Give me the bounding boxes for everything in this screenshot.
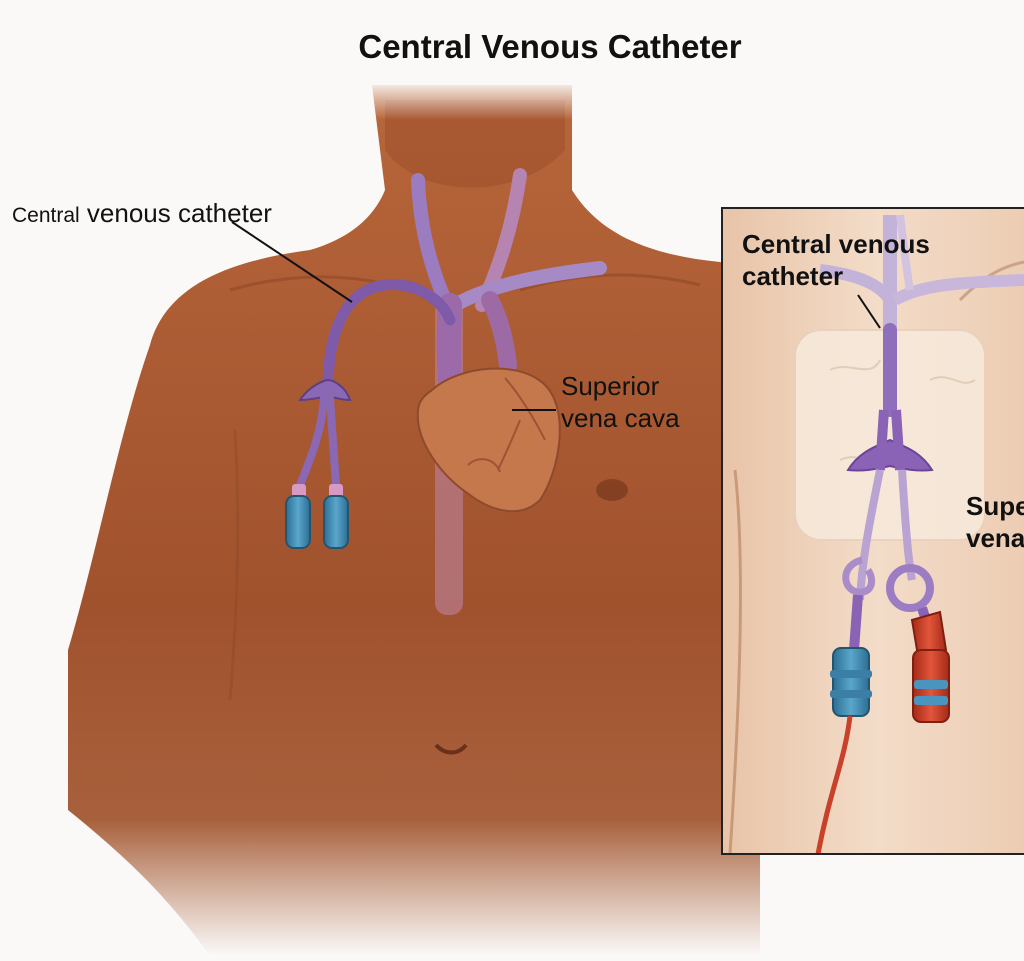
inset-svc-line1: Supe: [966, 491, 1024, 521]
torso: [60, 80, 780, 956]
inset-blue-cap: [832, 647, 870, 717]
blue-cap-right: [323, 495, 349, 549]
inset-cvc-line1: Central venous: [742, 229, 930, 259]
central-venous-catheter: [285, 279, 456, 549]
label-svc-line2: vena cava: [561, 403, 680, 433]
jugular-vein-left: [411, 173, 452, 307]
page-title: Central Venous Catheter: [358, 28, 742, 65]
inset-label-superior-vena-cava: Supe vena: [966, 490, 1024, 554]
label-venous-catheter-words: venous catheter: [79, 198, 272, 228]
inset-border: [721, 207, 1024, 855]
subclavian-vein: [448, 261, 607, 312]
label-svc-line1: Superior: [561, 371, 660, 401]
label-superior-vena-cava: Superior vena cava: [561, 370, 680, 434]
inset-label-central-venous-catheter: Central venous catheter: [742, 228, 930, 292]
heart: [416, 367, 561, 513]
aorta: [481, 291, 517, 374]
inset-svc-line2: vena: [966, 523, 1024, 553]
leader-line-catheter: [231, 221, 353, 303]
inset-panel: [722, 208, 1024, 854]
blue-cap-left: [285, 495, 311, 549]
label-central-word: Central: [12, 204, 80, 227]
inset-cvc-line2: catheter: [742, 261, 844, 291]
label-central-venous-catheter: Central venous catheter: [12, 198, 272, 229]
